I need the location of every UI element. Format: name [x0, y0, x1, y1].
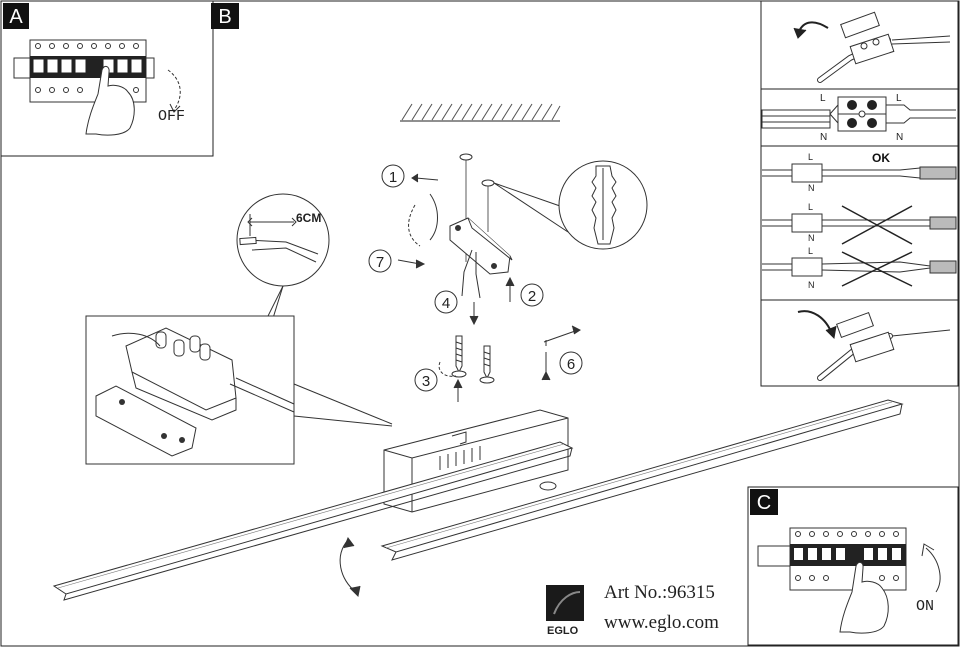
panel-b-label: B — [218, 6, 231, 28]
cross-icon — [841, 251, 913, 287]
panel-c: C ON — [747, 486, 959, 646]
terminal-block-detail — [85, 315, 393, 465]
neutral-label-right: N — [896, 132, 903, 143]
wire-strip-check: OK L N L N L N — [762, 151, 957, 290]
ceiling-lamp — [52, 399, 904, 601]
cross-icon — [841, 205, 913, 245]
step-6-label: 6 — [567, 356, 575, 373]
logo-text: EGLO — [547, 625, 579, 637]
switch-on-arrow-icon — [925, 547, 941, 593]
live-label-right: L — [896, 93, 902, 104]
mounting-bracket — [449, 217, 513, 299]
step-7-label: 7 — [376, 254, 384, 271]
screw-icon — [479, 345, 495, 384]
hand-icon — [85, 65, 135, 136]
website: www.eglo.com — [604, 612, 719, 633]
strip-length-label: 6CM — [296, 211, 321, 225]
live-label-left: L — [820, 93, 826, 104]
step-7-marker — [368, 249, 392, 273]
neutral-label-left: N — [820, 132, 827, 143]
step-4-marker — [434, 290, 458, 314]
wrong1-neutral-label: N — [808, 233, 815, 243]
brand-block: EGLO Art No.:96315 www.eglo.com — [546, 582, 719, 637]
ok-neutral-label: N — [808, 183, 815, 193]
wrong2-live-label: L — [808, 246, 813, 256]
panel-c-label: C — [757, 492, 771, 514]
drill-hole-icon — [481, 179, 495, 187]
step-1-marker — [381, 164, 405, 188]
step-3-marker — [414, 368, 438, 392]
breaker-panel-icon — [757, 527, 907, 591]
on-label: ON — [916, 598, 934, 615]
panel-a-label: A — [9, 6, 23, 28]
step-1-label: 1 — [389, 169, 397, 186]
panel-a-label-box — [3, 3, 29, 29]
wall-plug-icon — [591, 165, 617, 245]
terminal-wiring: L N L N — [761, 93, 956, 143]
panel-a: A — [0, 0, 214, 157]
wrong1-live-label: L — [808, 202, 813, 212]
terminal-cover-open — [793, 11, 951, 83]
switch-off-arrow-icon — [167, 69, 181, 111]
ceiling-hatch — [400, 103, 561, 122]
off-label: OFF — [158, 108, 185, 125]
ok-live-label: L — [808, 152, 813, 162]
step-3-label: 3 — [422, 373, 430, 390]
wrong2-neutral-label: N — [808, 280, 815, 290]
breaker-panel-icon — [13, 39, 155, 103]
step-2-label: 2 — [528, 288, 536, 305]
terminal-cover-close — [797, 310, 951, 381]
step-4-label: 4 — [442, 295, 450, 312]
panel-c-label-box — [750, 489, 778, 515]
step-2-marker — [520, 283, 544, 307]
wiring-panels: L N L N OK L N L N — [760, 0, 959, 387]
hand-icon — [839, 561, 889, 634]
article-number: Art No.:96315 — [604, 582, 715, 603]
step-6-marker — [559, 351, 583, 375]
wire-strip-detail: 6CM — [231, 193, 330, 393]
screw-icon — [451, 335, 467, 378]
drill-hole-icon — [459, 153, 473, 161]
ok-label: OK — [872, 151, 890, 165]
panel-b-label-box — [211, 3, 239, 29]
eglo-logo — [546, 585, 584, 621]
